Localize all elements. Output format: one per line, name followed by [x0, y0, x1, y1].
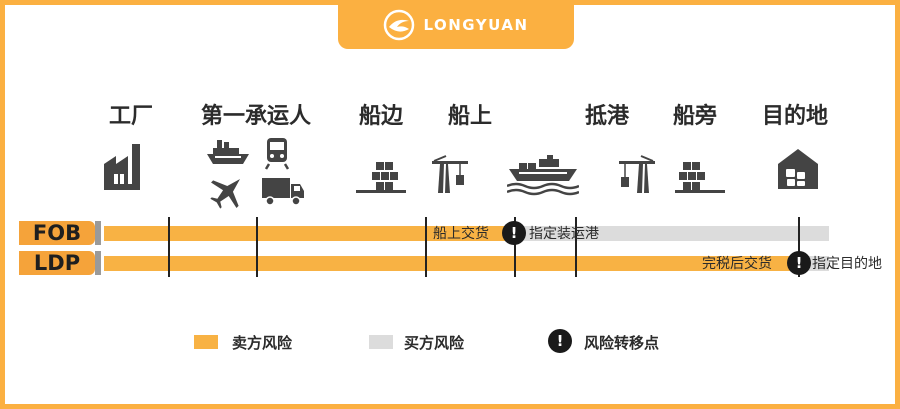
logo-tab: LONGYUAN	[338, 5, 574, 49]
legend-seller-label: 卖方风险	[232, 334, 293, 352]
longyuan-logo-icon	[384, 9, 415, 40]
dock-cargo-icon	[675, 162, 725, 193]
legend-transfer-marker: !	[548, 329, 572, 353]
stage-tick	[425, 217, 427, 277]
stage-label-first-carrier: 第一承运人	[200, 104, 312, 129]
row-label-ldp: LDP	[19, 251, 101, 275]
stage-tick	[256, 217, 258, 277]
cargo-ship-small-icon	[207, 140, 249, 164]
stage-label-factory: 工厂	[108, 104, 154, 129]
stage-label-ship-side: 船旁	[672, 104, 718, 129]
ldp-seller-risk-bar	[104, 256, 800, 271]
train-icon	[264, 138, 290, 170]
fob-after-text: 指定装运港	[529, 226, 599, 242]
fob-risk-transfer-marker: !	[502, 221, 526, 245]
row-label-ldp-text: LDP	[33, 251, 81, 275]
stage-label-arrival: 抵港	[584, 104, 630, 129]
fob-buyer-risk-bar	[515, 226, 829, 241]
ship-icon	[507, 155, 579, 196]
truck-icon	[262, 178, 304, 206]
factory-icon	[104, 144, 140, 190]
stage-tick	[514, 217, 516, 277]
ldp-after-text: 指定目的地	[812, 256, 882, 272]
row-label-tail	[95, 221, 101, 245]
warehouse-icon	[778, 149, 818, 189]
stage-tick	[575, 217, 577, 277]
stage-tick	[168, 217, 170, 277]
ldp-transfer-text: 完税后交货	[702, 256, 772, 272]
brand-name: LONGYUAN	[423, 15, 529, 34]
airplane-icon	[210, 178, 241, 209]
stage-label-destination: 目的地	[761, 104, 829, 129]
stage-tick	[798, 217, 800, 277]
ldp-risk-transfer-marker: !	[787, 251, 811, 275]
stage-label-on-board: 船上	[447, 104, 493, 129]
port-crane-icon	[619, 155, 655, 193]
legend-buyer-swatch	[369, 335, 393, 349]
legend-buyer-label: 买方风险	[404, 334, 465, 352]
legend-seller-swatch	[194, 335, 218, 349]
fob-transfer-text: 船上交货	[433, 226, 489, 242]
legend-transfer-label: 风险转移点	[584, 334, 660, 352]
row-label-tail	[95, 251, 101, 275]
fob-seller-risk-bar	[104, 226, 515, 241]
crane-icon	[432, 155, 468, 193]
row-label-fob: FOB	[19, 221, 101, 245]
alongside-cargo-icon	[356, 162, 406, 193]
row-label-fob-text: FOB	[32, 221, 82, 245]
stage-label-alongside: 船边	[358, 104, 404, 129]
